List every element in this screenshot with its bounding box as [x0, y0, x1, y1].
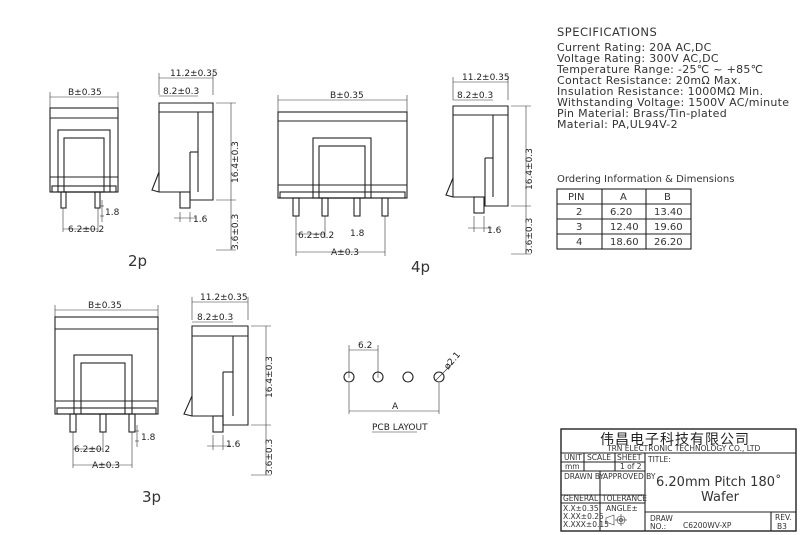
- sheet-label: SHEET: [617, 453, 642, 462]
- dim-b-4p: B±0.35: [330, 91, 364, 101]
- sheet-value: 1 of 2: [620, 462, 642, 471]
- dim-a-4p: A±0.3: [331, 248, 359, 258]
- ordering-cell: 4: [576, 237, 582, 248]
- front-view-3p: B±0.35 6.2±0.2 1.8 A±0.3: [54, 301, 159, 471]
- spec-line: Insulation Resistance: 1000MΩ Min.: [557, 85, 763, 98]
- tolerance-label: TOLERANCE: [601, 494, 647, 503]
- dim-36-3p: 3.6±0.3: [265, 439, 275, 475]
- front-view-4p: B±0.35 6.2±0.2 1.8 A±0.3: [277, 91, 408, 258]
- ordering-col-pin: PIN: [568, 192, 584, 203]
- title-label: TITLE:: [647, 455, 671, 464]
- ordering-col-b: B: [664, 192, 671, 203]
- ordering-cell: 2: [576, 207, 582, 218]
- pcb-dim-a: A: [392, 402, 399, 412]
- dim-18-4p: 1.8: [350, 229, 365, 239]
- ordering-cell: 12.40: [610, 222, 639, 233]
- company-name-en: TRN ELECTRONIC TECHNOLOGY CO., LTD: [606, 444, 760, 453]
- dim-82-3p: 8.2±0.3: [197, 313, 233, 323]
- dim-112-3p: 11.2±0.35: [200, 293, 248, 303]
- no-label: NO.:: [650, 522, 666, 531]
- ordering-cell: 3: [576, 222, 582, 233]
- title-line-1: 6.20mm Pitch 180˚: [656, 474, 782, 490]
- dim-36-4p: 3.6±0.3: [525, 218, 535, 254]
- general-label: GENERAL: [563, 494, 599, 503]
- dim-16-2p: 1.6: [193, 215, 208, 225]
- unit-label: UNIT: [564, 453, 582, 462]
- pcb-hole-4: [433, 371, 445, 383]
- side-view-4p: 11.2±0.35 8.2±0.3 1.6 16.4±0.3 3.6±0.3: [445, 73, 535, 255]
- ordering-cell: 13.40: [654, 207, 683, 218]
- spec-line: Temperature Range: -25℃ ~ +85℃: [556, 63, 763, 76]
- ordering-cell: 19.60: [654, 222, 683, 233]
- unit-value: mm: [565, 462, 580, 471]
- spec-line: Pin Material: Brass/Tin-plated: [557, 107, 727, 120]
- dim-16-3p: 1.6: [226, 440, 241, 450]
- dim-82-2p: 8.2±0.3: [163, 87, 199, 97]
- title-line-2: Wafer: [701, 490, 740, 505]
- tolerance-2: X.XX±0.25: [563, 512, 604, 521]
- spec-line: Withstanding Voltage: 1500V AC/minute: [557, 96, 789, 109]
- view-label-3p: 3p: [142, 488, 161, 506]
- specifications: SPECIFICATIONS Current Rating: 20A AC,DC…: [556, 25, 789, 131]
- view-label-4p: 4p: [411, 258, 430, 276]
- ordering-heading: Ordering Information & Dimensions: [557, 174, 734, 185]
- tolerance-3: X.XXX±0.15: [563, 520, 609, 529]
- dim-pitch-3p: 6.2±0.2: [74, 445, 110, 455]
- dim-112-2p: 11.2±0.35: [170, 69, 218, 79]
- spec-line: Voltage Rating: 300V AC,DC: [557, 52, 719, 65]
- dim-112-4p: 11.2±0.35: [462, 73, 510, 83]
- side-view-3p: 11.2±0.35 8.2±0.3 1.6 16.4±0.3 3.6±0.3: [183, 293, 275, 476]
- dim-b-3p: B±0.35: [88, 301, 122, 311]
- dim-18-2p: 1.8: [105, 208, 120, 218]
- spec-line: Material: PA,UL94V-2: [557, 118, 678, 131]
- tolerance-1: X.X±0.35: [563, 504, 599, 513]
- rev-value: B3: [777, 522, 787, 531]
- front-view-2p: B±0.35 6.2±0.2 1.8: [49, 88, 120, 235]
- spec-line: Contact Resistance: 20mΩ Max.: [557, 74, 741, 87]
- pcb-hole-dia: ø2.1: [443, 350, 463, 372]
- pcb-hole-3: [402, 371, 414, 383]
- dim-36-2p: 3.6±0.3: [231, 214, 241, 250]
- spec-line: Current Rating: 20A AC,DC: [557, 41, 712, 54]
- dim-pitch-4p: 6.2±0.2: [298, 231, 334, 241]
- dim-b-2p: B±0.35: [68, 88, 102, 98]
- projection-symbol-icon: [605, 514, 627, 526]
- dim-164-3p: 16.4±0.3: [265, 356, 275, 398]
- company-name-cn: 伟昌电子科技有限公司: [600, 432, 750, 448]
- rev-label: REV.: [775, 513, 792, 522]
- part-number: C6200WV-XP: [683, 521, 732, 530]
- ordering-table: Ordering Information & Dimensions PIN A …: [556, 174, 734, 250]
- pcb-pitch: 6.2: [358, 341, 372, 351]
- ordering-col-a: A: [620, 192, 627, 203]
- pcb-hole-2: [372, 371, 384, 383]
- ordering-cell: 18.60: [610, 237, 639, 248]
- dim-164-4p: 16.4±0.3: [525, 148, 535, 190]
- dim-164-2p: 16.4±0.3: [231, 141, 241, 183]
- dim-pitch-2p: 6.2±0.2: [68, 225, 104, 235]
- dim-82-4p: 8.2±0.3: [457, 91, 493, 101]
- view-label-2p: 2p: [128, 252, 147, 270]
- scale-label: SCALE: [587, 453, 611, 462]
- side-view-2p: 11.2±0.35 8.2±0.3 1.6 16.4±0.3 3.6±0.3: [151, 69, 241, 251]
- approved-by-label: APPROVED BY: [603, 472, 656, 481]
- dim-18-3p: 1.8: [141, 433, 156, 443]
- draw-label: DRAW: [650, 514, 673, 523]
- drawn-by-label: DRAWN BY: [564, 472, 605, 481]
- angle-label: ANGLE±: [606, 504, 638, 513]
- dim-16-4p: 1.6: [487, 226, 502, 236]
- pcb-layout-label: PCB LAYOUT: [372, 423, 428, 433]
- pcb-layout: 6.2 ø2.1 A PCB LAYOUT: [343, 341, 463, 433]
- ordering-cell: 6.20: [610, 207, 632, 218]
- title-block: 伟昌电子科技有限公司 TRN ELECTRONIC TECHNOLOGY CO.…: [560, 428, 797, 532]
- specs-heading: SPECIFICATIONS: [557, 25, 657, 39]
- ordering-cell: 26.20: [654, 237, 683, 248]
- dim-a-3p: A±0.3: [92, 461, 120, 471]
- pcb-hole-1: [343, 371, 355, 383]
